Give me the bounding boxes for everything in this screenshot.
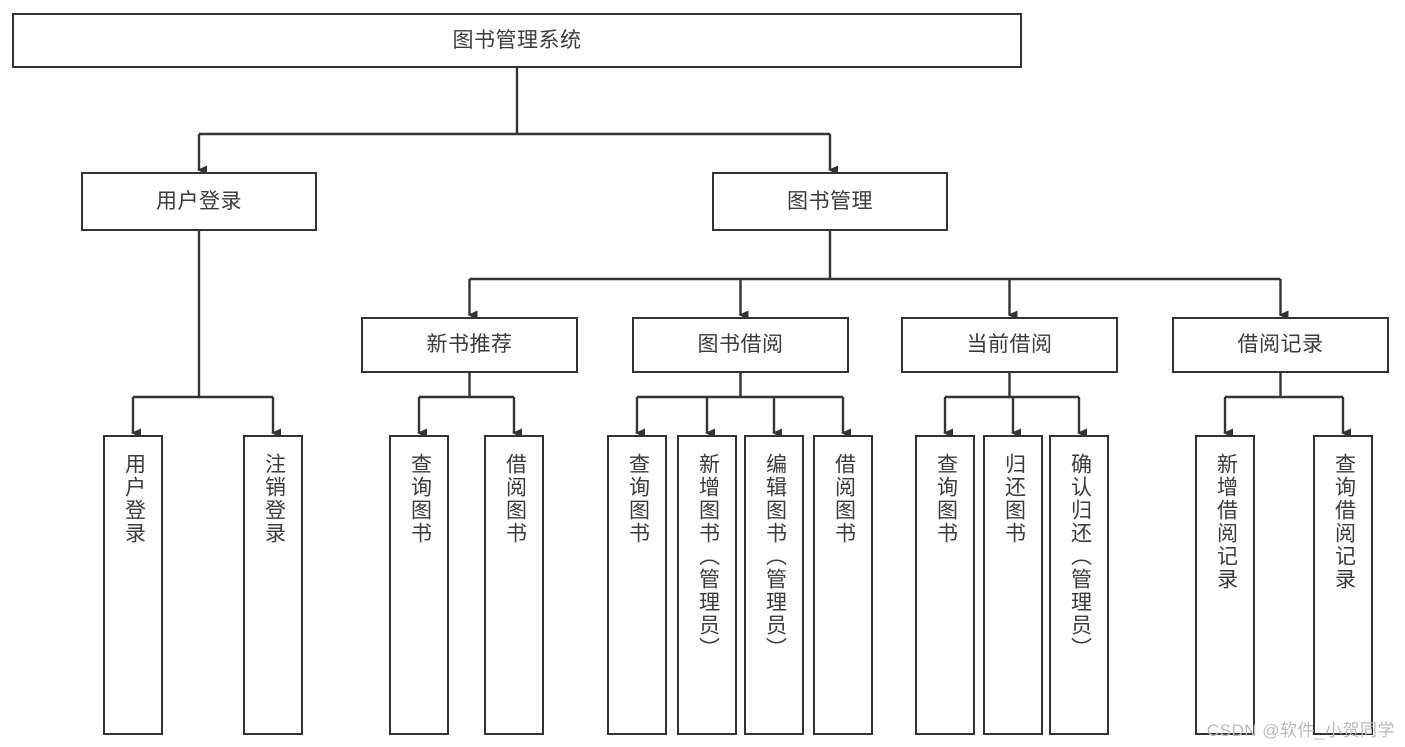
node-leaf-cur-confirm[interactable]: 确认归还（管理员） [1049, 435, 1109, 735]
node-label: 确认归还（管理员） [1068, 453, 1092, 660]
node-records[interactable]: 借阅记录 [1172, 317, 1389, 373]
node-leaf-nb-borrow[interactable]: 借阅图书 [484, 435, 544, 735]
node-leaf-cur-return[interactable]: 归还图书 [983, 435, 1043, 735]
node-label: 用户登录 [156, 189, 242, 213]
node-label: 图书借阅 [697, 333, 784, 357]
node-bookmgmt[interactable]: 图书管理 [712, 172, 948, 231]
node-label: 新增借阅记录 [1214, 453, 1238, 591]
node-label: 查询图书 [626, 453, 650, 545]
node-leaf-rec-add[interactable]: 新增借阅记录 [1195, 435, 1255, 735]
node-leaf-bk-query[interactable]: 查询图书 [607, 435, 667, 735]
node-label: 查询借阅记录 [1332, 453, 1356, 591]
node-label: 查询图书 [408, 453, 432, 545]
node-label: 编辑图书（管理员） [763, 453, 787, 660]
node-leaf-bk-add[interactable]: 新增图书（管理员） [677, 435, 737, 735]
node-leaf-logout[interactable]: 注销登录 [243, 435, 303, 735]
node-label: 用户登录 [122, 453, 146, 545]
node-label: 借阅记录 [1237, 333, 1324, 357]
node-label: 借阅图书 [832, 453, 856, 545]
node-leaf-user-login[interactable]: 用户登录 [103, 435, 163, 735]
node-label: 当前借阅 [966, 333, 1053, 357]
node-label: 查询图书 [934, 453, 958, 545]
node-leaf-bk-borrow[interactable]: 借阅图书 [813, 435, 873, 735]
node-login[interactable]: 用户登录 [81, 172, 317, 231]
node-label: 图书管理系统 [452, 28, 582, 52]
node-label: 图书管理 [787, 189, 873, 213]
node-leaf-cur-query[interactable]: 查询图书 [915, 435, 975, 735]
node-label: 新书推荐 [426, 333, 513, 357]
node-leaf-bk-edit[interactable]: 编辑图书（管理员） [744, 435, 804, 735]
node-leaf-nb-query[interactable]: 查询图书 [389, 435, 449, 735]
node-newbook[interactable]: 新书推荐 [361, 317, 578, 373]
node-leaf-rec-query[interactable]: 查询借阅记录 [1313, 435, 1373, 735]
node-label: 注销登录 [262, 453, 286, 545]
node-root[interactable]: 图书管理系统 [12, 13, 1022, 68]
node-borrow[interactable]: 图书借阅 [632, 317, 849, 373]
node-label: 归还图书 [1002, 453, 1026, 545]
node-label: 新增图书（管理员） [696, 453, 720, 660]
node-current[interactable]: 当前借阅 [901, 317, 1118, 373]
watermark-label: CSDN @软件_小贺同学 [1206, 721, 1395, 740]
node-label: 借阅图书 [503, 453, 527, 545]
